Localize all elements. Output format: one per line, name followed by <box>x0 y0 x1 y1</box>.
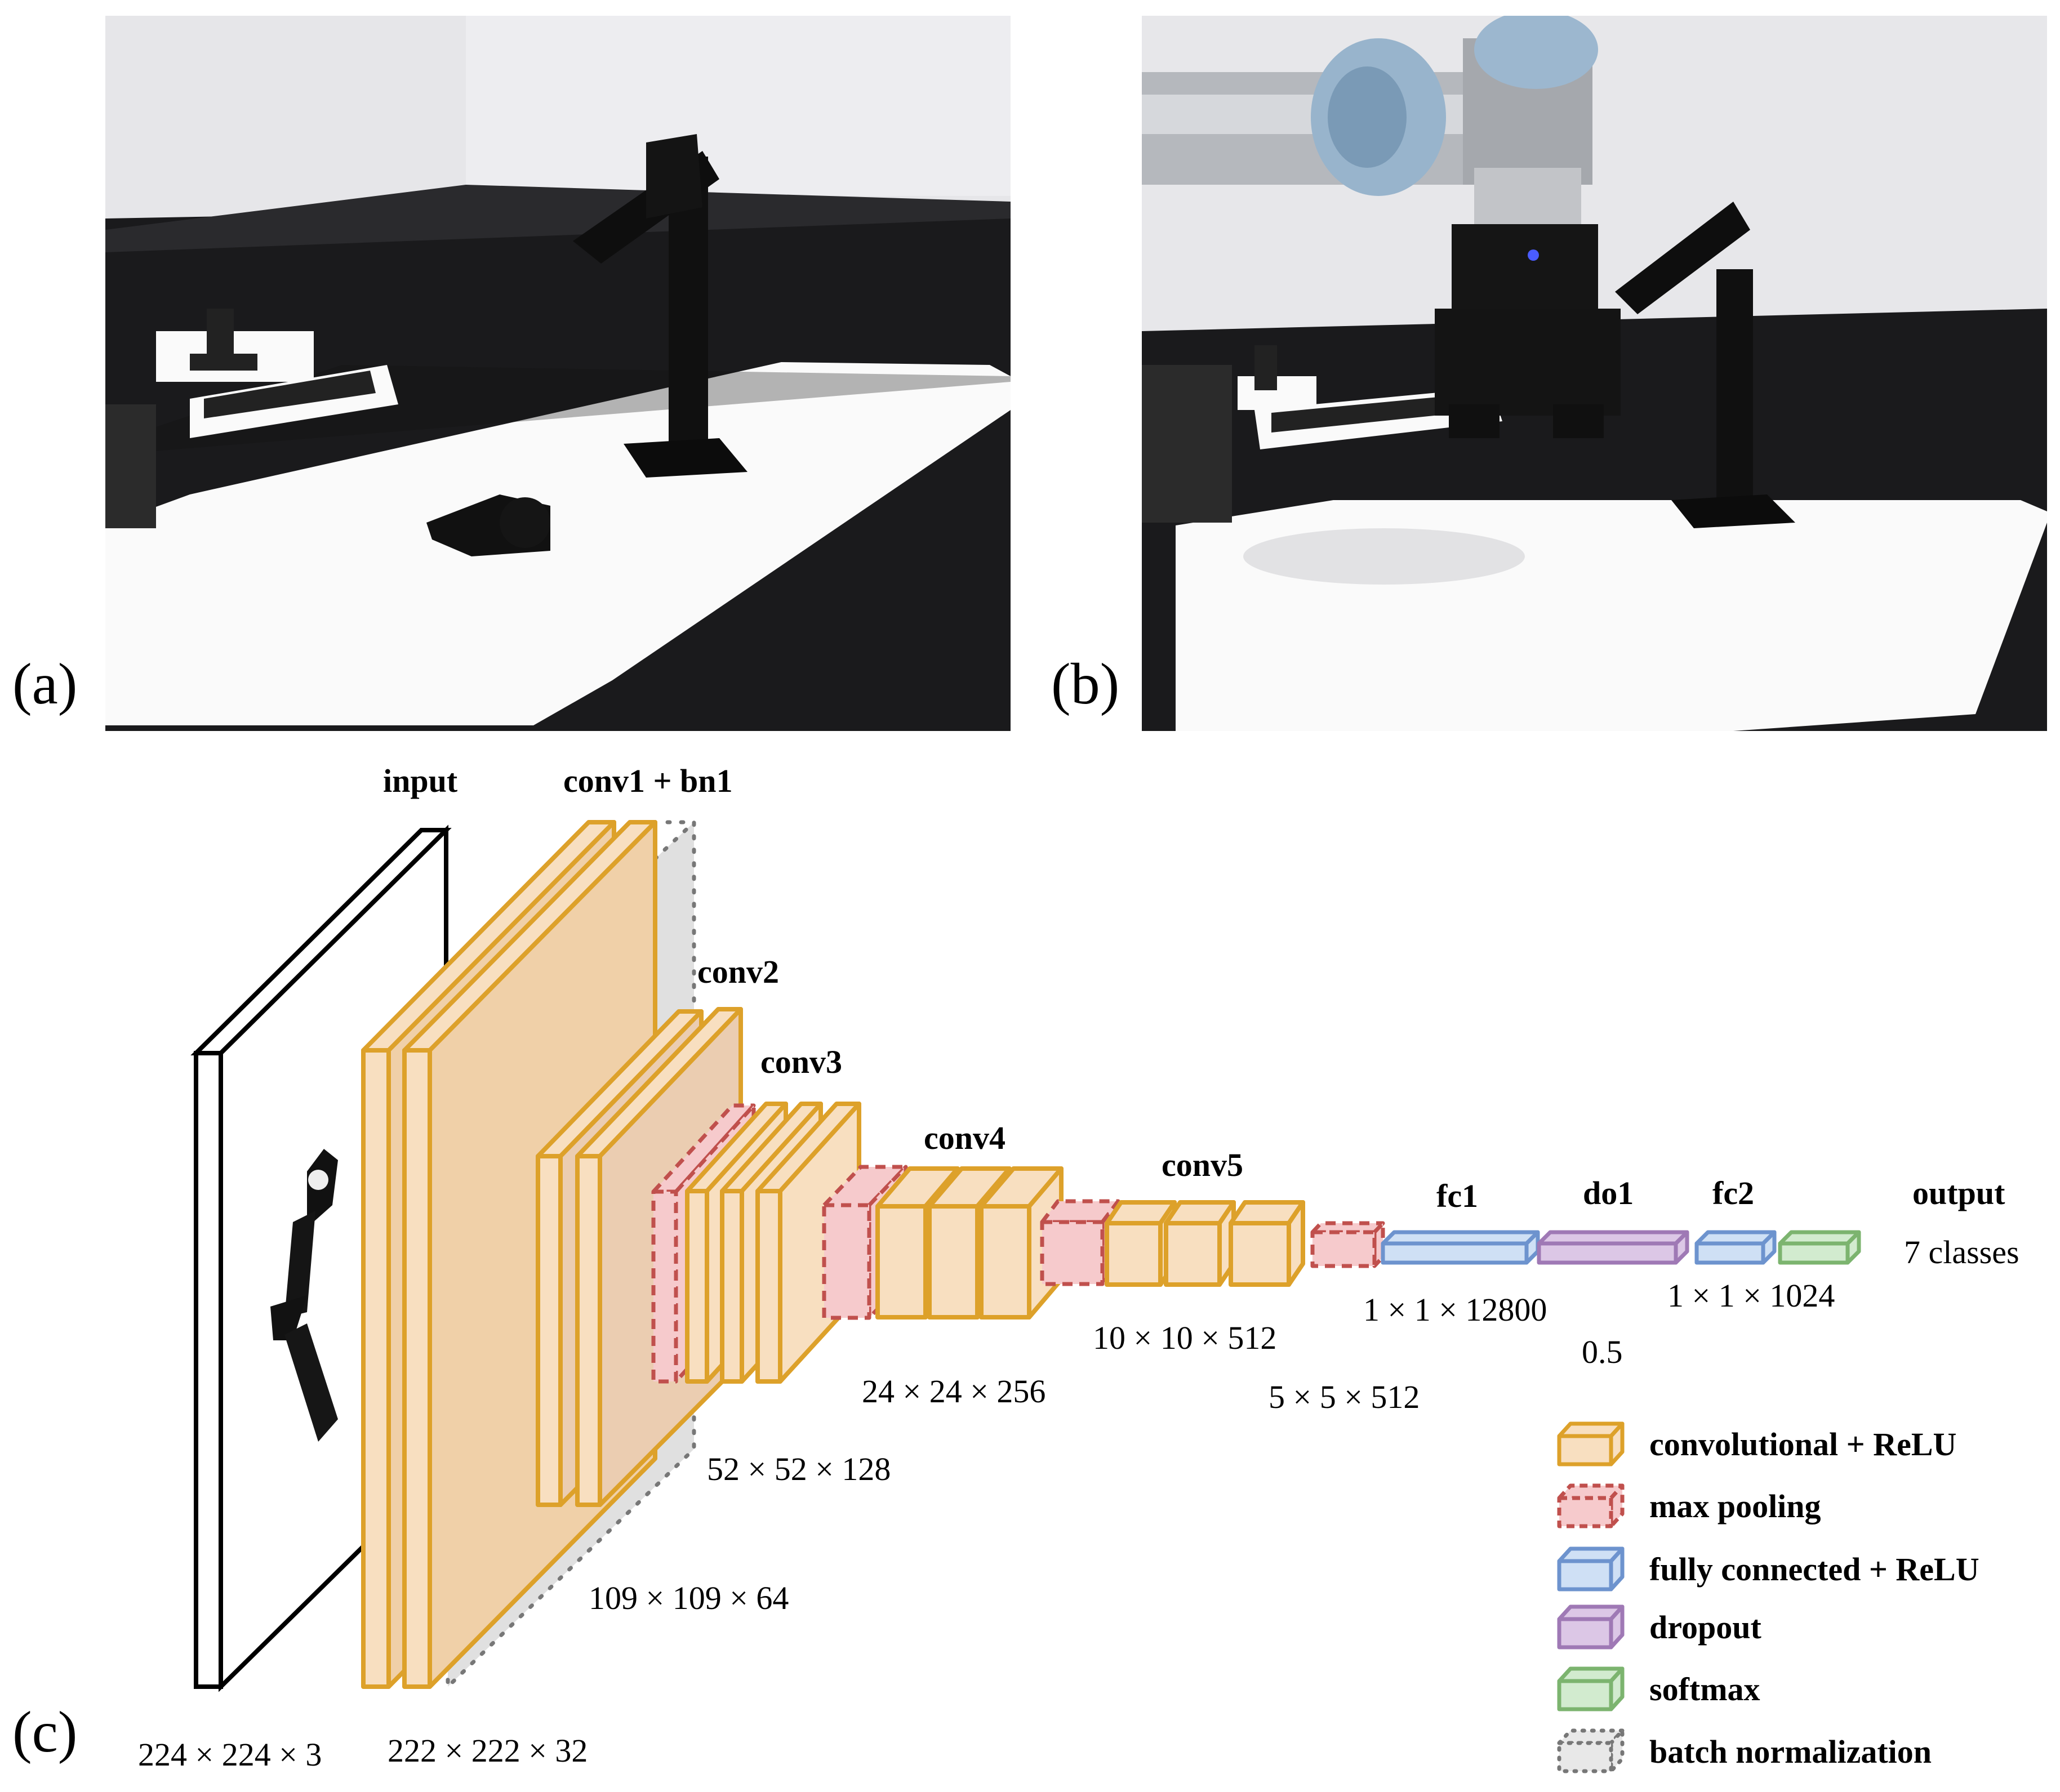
label-conv4: conv4 <box>924 1120 1005 1156</box>
label-conv3: conv3 <box>760 1044 842 1080</box>
legend-label-max-pooling: max pooling <box>1649 1488 1821 1524</box>
dim-output: 7 classes <box>1904 1234 2019 1271</box>
dim-fc2: 1 × 1 × 1024 <box>1667 1277 1835 1314</box>
legend-label-fully-connected: fully connected + ReLU <box>1649 1551 1979 1588</box>
label-conv5: conv5 <box>1162 1147 1243 1183</box>
input-object-image <box>270 1149 338 1442</box>
photo-b <box>1142 16 2047 731</box>
label-input: input <box>383 763 458 799</box>
conv4-slabs <box>875 1166 1064 1320</box>
softmax-block <box>1778 1230 1861 1265</box>
legend-label-softmax: softmax <box>1649 1671 1760 1708</box>
legend-label-convolutional: convolutional + ReLU <box>1649 1426 1956 1463</box>
pool5-slab <box>1310 1221 1385 1268</box>
legend-item-dropout: dropout <box>1557 1604 1761 1650</box>
legend: convolutional + ReLU max pooling fully c… <box>1557 1421 1979 1773</box>
legend-item-softmax: softmax <box>1557 1666 1760 1711</box>
dim-conv1: 222 × 222 × 32 <box>388 1732 588 1769</box>
legend-item-fully-connected: fully connected + ReLU <box>1557 1546 1979 1592</box>
label-output: output <box>1912 1175 2005 1211</box>
label-conv1: conv1 + bn1 <box>563 763 733 799</box>
legend-label-dropout: dropout <box>1649 1609 1761 1646</box>
dim-conv5: 10 × 10 × 512 <box>1093 1320 1276 1356</box>
panel-label-c: (c) <box>12 1700 78 1764</box>
dim-conv2: 109 × 109 × 64 <box>589 1580 789 1616</box>
legend-label-batch-normalization: batch normalization <box>1649 1733 1932 1770</box>
conv3-slabs <box>685 1102 861 1384</box>
conv5-slabs <box>1105 1200 1305 1287</box>
dim-dropout: 0.5 <box>1582 1334 1623 1370</box>
dim-pool5: 5 × 5 × 512 <box>1269 1379 1420 1415</box>
fc1-block <box>1381 1230 1540 1265</box>
conv2-slabs <box>536 1007 743 1507</box>
label-do1: do1 <box>1583 1175 1634 1211</box>
dim-conv4: 24 × 24 × 256 <box>862 1373 1045 1410</box>
photo-a <box>105 16 1011 731</box>
label-conv2: conv2 <box>697 953 779 990</box>
legend-item-convolutional: convolutional + ReLU <box>1557 1421 1956 1466</box>
label-fc2: fc2 <box>1712 1175 1754 1211</box>
panel-label-b: (b) <box>1051 652 1120 716</box>
dim-fc1: 1 × 1 × 12800 <box>1363 1291 1547 1328</box>
label-fc1: fc1 <box>1436 1178 1478 1214</box>
fc2-block <box>1694 1230 1777 1265</box>
panel-label-a: (a) <box>12 652 78 716</box>
legend-item-max-pooling: max pooling <box>1557 1483 1821 1528</box>
do1-block <box>1537 1230 1689 1265</box>
dim-input: 224 × 224 × 3 <box>138 1736 322 1773</box>
legend-item-batch-normalization: batch normalization <box>1557 1728 1932 1773</box>
dim-conv3: 52 × 52 × 128 <box>707 1451 891 1487</box>
